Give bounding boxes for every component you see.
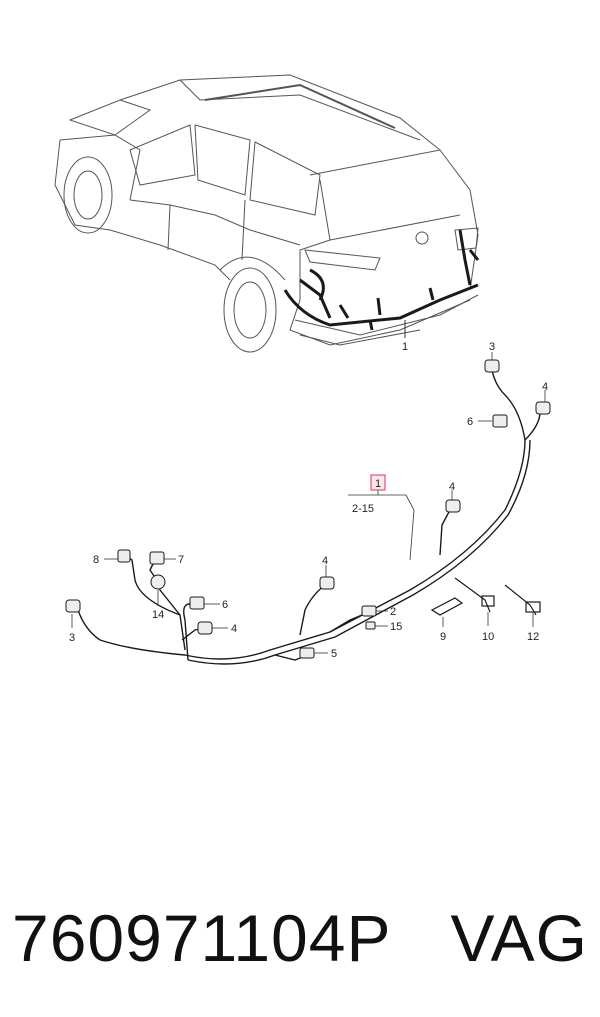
tie-12	[504, 584, 537, 616]
connector-6-left	[189, 596, 205, 610]
connectors	[65, 359, 551, 659]
footer: 760971104P VAG	[0, 888, 600, 988]
callout-4-center: 4	[322, 555, 328, 567]
diagram-canvas: 1	[54, 74, 551, 665]
harness-exploded	[77, 369, 541, 665]
connector-4-center	[319, 576, 335, 590]
connector-4-mid	[445, 499, 461, 513]
connector-6-top	[492, 414, 508, 428]
callout-6-top: 6	[467, 416, 473, 428]
harness-on-vehicle	[283, 229, 480, 331]
callout-7: 7	[178, 554, 184, 566]
brand-label: VAG	[450, 901, 588, 975]
leader-lines	[71, 352, 546, 654]
tie-12-head	[525, 601, 541, 613]
range-label: 2-15	[352, 503, 374, 515]
connector-3-top	[484, 359, 500, 373]
connector-8	[117, 549, 131, 563]
loose-parts	[430, 577, 541, 616]
connector-15	[365, 621, 376, 630]
tie-10-head	[481, 595, 495, 607]
callout-15: 15	[390, 621, 402, 633]
connector-5	[299, 647, 315, 659]
callout-10: 10	[482, 631, 494, 643]
callout-6-left: 6	[222, 599, 228, 611]
car-callout-1: 1	[402, 341, 408, 353]
callout-4-topright: 4	[542, 381, 548, 393]
callout-3-left: 3	[69, 632, 75, 644]
callout-3-top: 3	[489, 341, 495, 353]
main-callout-1: 1	[375, 478, 381, 490]
callout-12: 12	[527, 631, 539, 643]
callout-1-highlight	[370, 474, 386, 491]
callout-2: 2	[390, 606, 396, 618]
part-number: 760971104P	[12, 901, 392, 975]
callout-9: 9	[440, 631, 446, 643]
connector-4-left	[197, 621, 213, 635]
callout-4-left: 4	[231, 623, 237, 635]
connector-4-topright	[535, 401, 551, 415]
clip-9	[430, 597, 464, 616]
grommet-14	[150, 574, 166, 590]
callout-14: 14	[152, 609, 164, 621]
callout-8: 8	[93, 554, 99, 566]
callout-5: 5	[331, 648, 337, 660]
connector-2	[361, 605, 377, 617]
connector-7	[149, 551, 165, 565]
callout-4-mid: 4	[449, 481, 455, 493]
tie-10	[454, 577, 491, 613]
connector-3-left	[65, 599, 81, 613]
vehicle-illustration	[54, 74, 479, 353]
